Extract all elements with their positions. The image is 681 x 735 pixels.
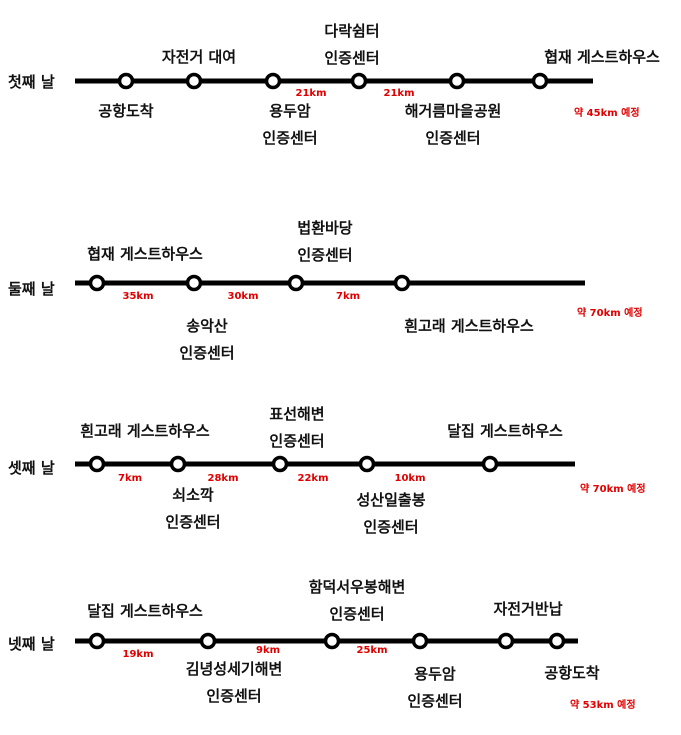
segment-distance: 28km xyxy=(207,473,239,484)
stop-label-3-1: 흰고래 게스트하우스 xyxy=(80,422,210,440)
stop-marker xyxy=(350,72,368,90)
stop-label-1-6: 협재 게스트하우스 xyxy=(544,48,660,66)
segment-distance: 22km xyxy=(297,473,329,484)
day-label: 첫째 날 xyxy=(8,73,55,91)
stop-marker xyxy=(185,274,203,292)
stop-marker xyxy=(287,274,305,292)
route-day-4 xyxy=(75,632,578,650)
segment-distance: 10km xyxy=(394,473,426,484)
stop-marker xyxy=(411,632,429,650)
total-distance: 약 53km 예정 xyxy=(570,700,636,711)
route-day-2 xyxy=(75,274,585,292)
stop-marker xyxy=(88,632,106,650)
stop-label-1-2: 자전거 대여 xyxy=(161,48,237,66)
stop-label-2-4: 흰고래 게스트하우스 xyxy=(404,317,534,335)
stop-label-1-1: 공항도착 xyxy=(98,102,154,120)
stop-label-3-5: 달집 게스트하우스 xyxy=(447,422,563,440)
stop-marker xyxy=(393,274,411,292)
segment-distance: 21km xyxy=(295,88,327,99)
stop-marker xyxy=(448,72,466,90)
stop-marker xyxy=(548,632,566,650)
segment-distance: 35km xyxy=(122,291,154,302)
stop-marker xyxy=(199,632,217,650)
stop-marker xyxy=(88,455,106,473)
stop-marker xyxy=(264,72,282,90)
stop-marker xyxy=(169,455,187,473)
stop-marker xyxy=(481,455,499,473)
segment-distance: 21km xyxy=(383,88,415,99)
segment-distance: 7km xyxy=(117,473,143,484)
total-distance: 약 70km 예정 xyxy=(580,484,646,495)
segment-distance: 19km xyxy=(122,649,154,660)
stop-marker xyxy=(531,72,549,90)
stop-marker xyxy=(117,72,135,90)
stop-label-2-1: 협재 게스트하우스 xyxy=(87,245,203,263)
segment-distance: 7km xyxy=(335,291,361,302)
route-day-1 xyxy=(75,72,593,90)
day-label: 둘째 날 xyxy=(8,280,55,298)
stop-marker xyxy=(185,72,203,90)
segment-distance: 25km xyxy=(356,645,388,656)
stop-label-4-5: 자전거반납 xyxy=(493,600,563,618)
total-distance: 약 45km 예정 xyxy=(574,108,640,119)
route-day-3 xyxy=(75,455,575,473)
day-label: 셋째 날 xyxy=(8,459,55,477)
stop-marker xyxy=(271,455,289,473)
stop-marker xyxy=(497,632,515,650)
stop-marker xyxy=(358,455,376,473)
day-label: 넷째 날 xyxy=(8,635,55,653)
stop-marker xyxy=(323,632,341,650)
stop-label-4-1: 달집 게스트하우스 xyxy=(87,602,203,620)
segment-distance: 9km xyxy=(255,645,281,656)
stop-label-4-6: 공항도착 xyxy=(544,664,600,682)
stop-marker xyxy=(88,274,106,292)
total-distance: 약 70km 예정 xyxy=(577,308,643,319)
segment-distance: 30km xyxy=(227,291,259,302)
